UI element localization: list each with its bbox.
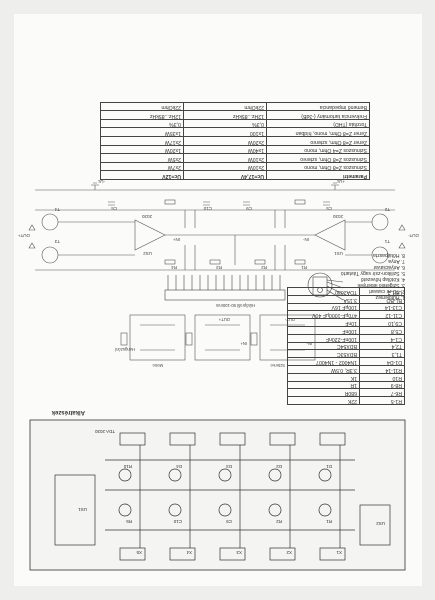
svg-text:T2: T2 [384,207,390,212]
out-right-label: OUT+ [218,317,230,322]
opamp-left [314,219,346,251]
svg-text:X5: X5 [136,550,142,555]
svg-text:C5: C5 [326,206,332,211]
stereo-module-left [259,314,316,361]
svg-text:C10: C10 [173,519,182,524]
svg-text:X1: X1 [336,550,342,555]
svg-text:+Uc: +Uc [336,179,345,184]
svg-text:R2: R2 [276,519,282,524]
svg-text:-Uc: -Uc [97,179,105,184]
svg-text:D3: D3 [226,464,232,469]
parameters-table: Parametri Uc=17,4V Uc=12V Szinuszos Z=8 … [100,102,370,180]
svg-text:R5: R5 [126,519,132,524]
in-right-label: IN+ [240,341,247,346]
svg-text:X3: X3 [236,550,242,555]
svg-text:D4: D4 [176,464,182,469]
ic2-label: US2 [143,251,152,256]
board-title: Alkatrészek [51,409,85,415]
svg-text:TDA 2030: TDA 2030 [94,429,115,434]
svg-text:C9: C9 [246,206,252,211]
svg-text:R1: R1 [326,519,332,524]
stereo-label: Sztereo [270,363,285,368]
mounting-legend: 1. Hűtőlemez 2. TO-re csavart 3. Szigete… [340,252,405,300]
svg-text:R1: R1 [301,265,307,270]
svg-text:R10: R10 [123,464,132,469]
ic1-label: US1 [334,251,343,256]
svg-text:IN-: IN- [303,237,310,242]
in-left-label: IN- [306,341,312,346]
svg-text:X2: X2 [286,550,292,555]
svg-text:OUT+: OUT+ [18,233,30,238]
svg-text:US1: US1 [78,507,87,512]
heatsink-label: Hűtőprofil 50-100mm [215,303,255,308]
svg-text:US2: US2 [376,521,385,526]
heatsink-drawing [164,275,286,301]
svg-text:T1: T1 [384,239,390,244]
svg-text:C9: C9 [226,519,232,524]
svg-text:R3: R3 [216,265,222,270]
table-row: Torzítás (THD)0,3%0,3% [100,119,370,128]
mono-label: Mono [152,363,163,368]
mounting-detail [307,272,344,301]
svg-text:D2: D2 [276,464,282,469]
svg-text:R4: R4 [171,265,177,270]
speaker-label: Hangszóró [114,347,135,352]
svg-text:C6: C6 [111,206,117,211]
svg-text:X4: X4 [186,550,192,555]
svg-text:T3: T3 [54,239,60,244]
svg-text:D1: D1 [326,464,332,469]
stereo-module-right [194,314,251,361]
svg-text:OUT-: OUT- [408,233,419,238]
parameters-header-row: Parametri Uc=17,4V Uc=12V [100,170,370,180]
svg-text:2030: 2030 [332,214,343,219]
out-left-label: OUT- [284,317,295,322]
opamp-right [134,219,166,251]
svg-text:IN+: IN+ [173,237,181,242]
svg-text:2030: 2030 [141,214,152,219]
svg-text:C10: C10 [203,206,212,211]
svg-text:T4: T4 [54,207,60,212]
pcb-layout: X1 X2 X3 X4 X5 R1 R2 C9 C10 R5 D1 D2 D3 D4 R10 US1 U… [29,419,406,571]
svg-text:R2: R2 [261,265,267,270]
mono-module [129,314,186,361]
